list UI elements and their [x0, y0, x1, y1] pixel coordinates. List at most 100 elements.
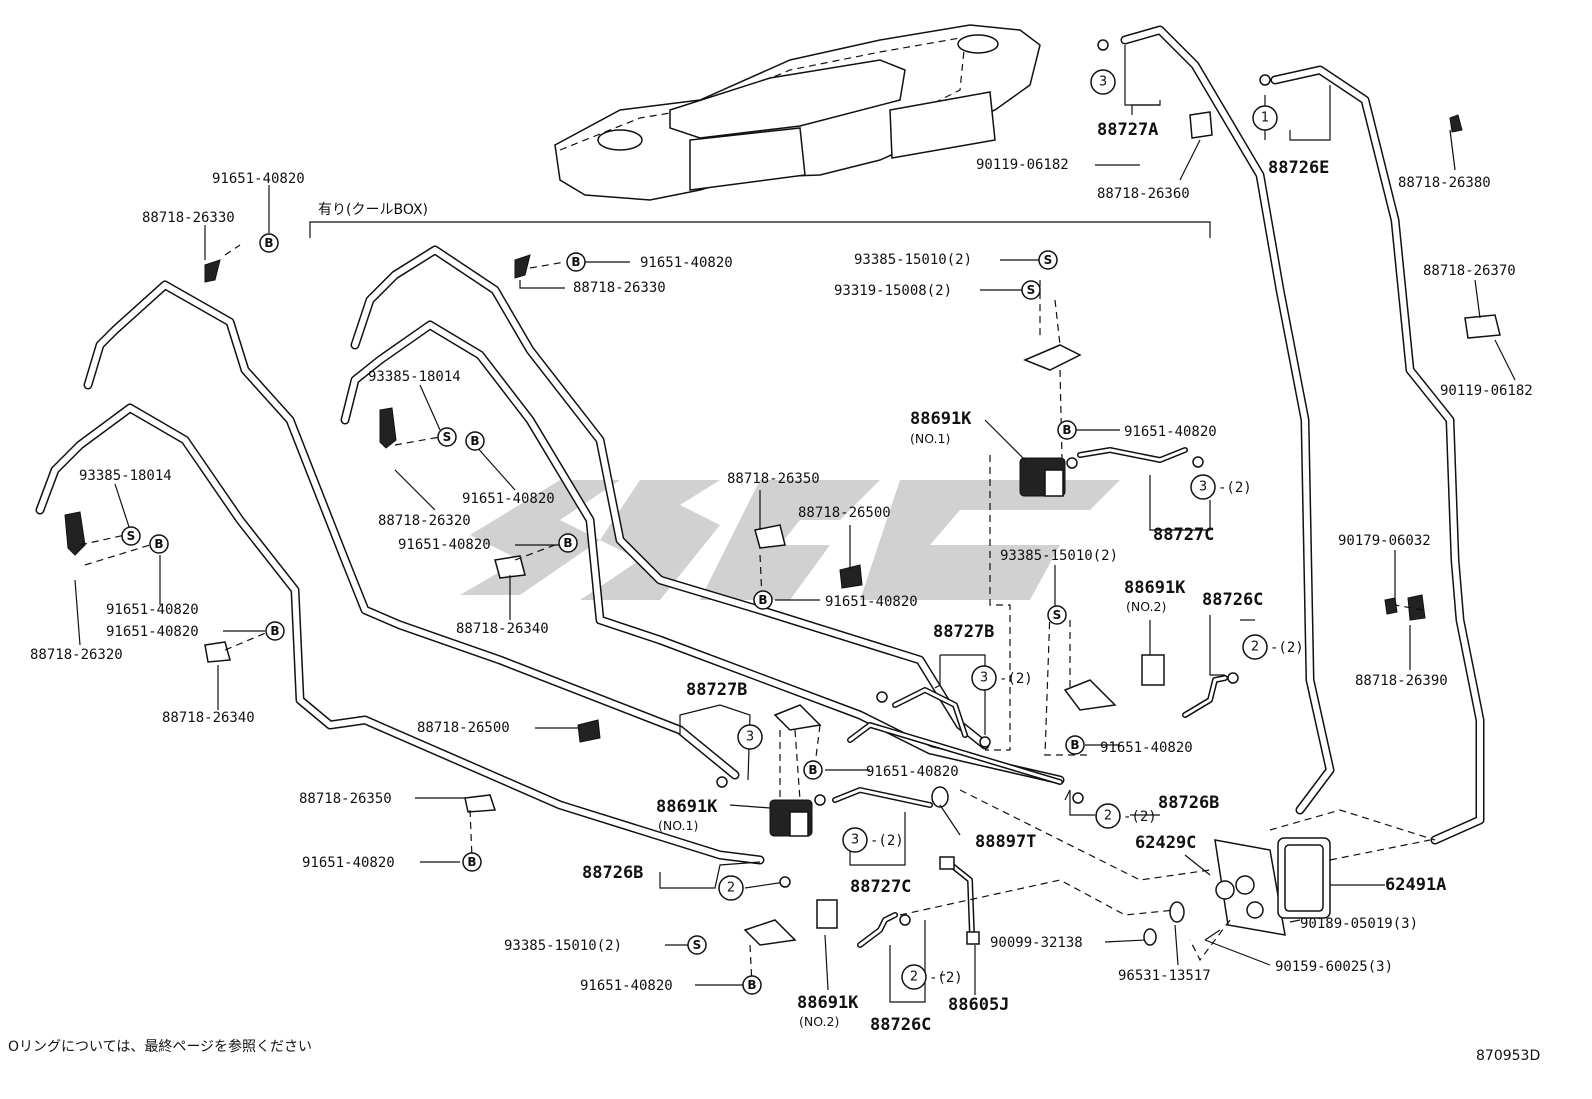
footer-note: Oリングについては、最終ページを参照ください: [8, 1038, 312, 1055]
cool-box-bracket: [309, 221, 1211, 238]
part-label: 88718-26390: [1355, 673, 1448, 689]
callout-3: 3: [851, 833, 859, 848]
quantity-label: -(2): [999, 671, 1033, 687]
callout-3: 3: [746, 730, 754, 745]
diagram-code: 870953D: [1476, 1048, 1540, 1064]
part-label: 91651-40820: [302, 855, 395, 871]
part-label: 91651-40820: [1124, 424, 1217, 440]
part-label: 93385-18014: [79, 468, 172, 484]
part-label: 91651-40820: [1100, 740, 1193, 756]
callout-b: B: [264, 236, 273, 250]
part-label: 88727C: [850, 877, 911, 897]
part-label: 88718-26360: [1097, 186, 1190, 202]
part-label: 93385-15010(2): [504, 938, 622, 954]
callout-s: S: [443, 430, 452, 444]
part-label: 88726B: [1158, 793, 1219, 813]
part-label: 93385-15010(2): [854, 252, 972, 268]
part-sub-label: (NO.2): [1126, 599, 1166, 614]
callout-3: 3: [1199, 480, 1207, 495]
callout-b: B: [154, 537, 163, 551]
quantity-label: -(2): [1123, 809, 1157, 825]
part-sub-label: (NO.1): [910, 431, 950, 446]
part-label: 90189-05019(3): [1300, 916, 1418, 932]
part-label: 93385-15010(2): [1000, 548, 1118, 564]
callout-b: B: [563, 536, 572, 550]
callout-b: B: [1070, 738, 1079, 752]
hose-pipes: [35, 25, 1485, 948]
cool-box-illustration: [554, 24, 1041, 201]
part-label: 96531-13517: [1118, 968, 1211, 984]
quantity-label: -(2): [1270, 640, 1304, 656]
part-label: 88718-26350: [727, 471, 820, 487]
callout-b: B: [467, 855, 476, 869]
part-label: 90159-60025(3): [1275, 959, 1393, 975]
assembly-lines: [79, 244, 1436, 986]
watermark-logo: [460, 480, 1120, 600]
callout-b: B: [1062, 423, 1071, 437]
cool-box-note: 有り(クールBOX): [318, 202, 428, 218]
callout-b: B: [747, 978, 756, 992]
part-label: 88691K: [910, 409, 972, 429]
part-label: 88726C: [870, 1015, 931, 1035]
part-labels: 91651-40820 88718-26330 有り(クールBOX) 91651…: [8, 120, 1540, 1064]
part-label: 88718-26500: [798, 505, 891, 521]
part-label: 91651-40820: [580, 978, 673, 994]
callout-s: S: [1027, 283, 1036, 297]
part-label: 88605J: [948, 995, 1009, 1015]
callout-s: S: [693, 938, 702, 952]
callout-s: S: [127, 529, 136, 543]
part-label: 62429C: [1135, 833, 1196, 853]
part-label: 93319-15008(2): [834, 283, 952, 299]
part-label: 88691K: [797, 993, 859, 1013]
part-label: 91651-40820: [398, 537, 491, 553]
callout-2: 2: [727, 881, 735, 896]
callout-2: 2: [1104, 809, 1112, 824]
part-label: 91651-40820: [640, 255, 733, 271]
part-label: 91651-40820: [825, 594, 918, 610]
part-label: 88727A: [1097, 120, 1158, 140]
part-label: 88726B: [582, 863, 643, 883]
part-label: 90119-06182: [976, 157, 1069, 173]
part-label: 88726E: [1268, 158, 1329, 178]
callout-2: 2: [910, 970, 918, 985]
part-label: 88718-26330: [142, 210, 235, 226]
callout-symbols: B B S S S B S B B B B B S B B B S B 3 1 …: [121, 39, 1278, 995]
quantity-label: -(2): [870, 833, 904, 849]
part-label: 88718-26350: [299, 791, 392, 807]
part-label: 91651-40820: [866, 764, 959, 780]
quantity-label: -(2): [1218, 480, 1252, 496]
part-label: 88718-26370: [1423, 263, 1516, 279]
part-label: 88718-26320: [30, 647, 123, 663]
part-label: 88718-26380: [1398, 175, 1491, 191]
part-label: 91651-40820: [106, 624, 199, 640]
components: [64, 111, 1501, 946]
part-label: 88691K: [1124, 578, 1186, 598]
callout-3: 3: [1099, 75, 1107, 90]
callout-s: S: [1044, 253, 1053, 267]
part-label: 88718-26340: [456, 621, 549, 637]
callout-b: B: [571, 255, 580, 269]
leader-lines: [74, 45, 1516, 1003]
callout-b: B: [808, 763, 817, 777]
part-label: 91651-40820: [462, 491, 555, 507]
part-label: 90119-06182: [1440, 383, 1533, 399]
part-label: 91651-40820: [106, 602, 199, 618]
part-label: 88897T: [975, 832, 1036, 852]
part-label: 90099-32138: [990, 935, 1083, 951]
part-label: 88727B: [933, 622, 994, 642]
part-label: 88727C: [1153, 525, 1214, 545]
callout-s: S: [1053, 608, 1062, 622]
part-label: 88718-26500: [417, 720, 510, 736]
part-label: 62491A: [1385, 875, 1446, 895]
callout-1: 1: [1261, 111, 1269, 126]
part-label: 88718-26340: [162, 710, 255, 726]
part-label: 91651-40820: [212, 171, 305, 187]
callout-2: 2: [1251, 640, 1259, 655]
part-label: 88718-26330: [573, 280, 666, 296]
callout-b: B: [270, 624, 279, 638]
part-label: 88726C: [1202, 590, 1263, 610]
quantity-label: -(2): [929, 970, 963, 986]
part-sub-label: (NO.2): [799, 1014, 839, 1029]
part-label: 90179-06032: [1338, 533, 1431, 549]
